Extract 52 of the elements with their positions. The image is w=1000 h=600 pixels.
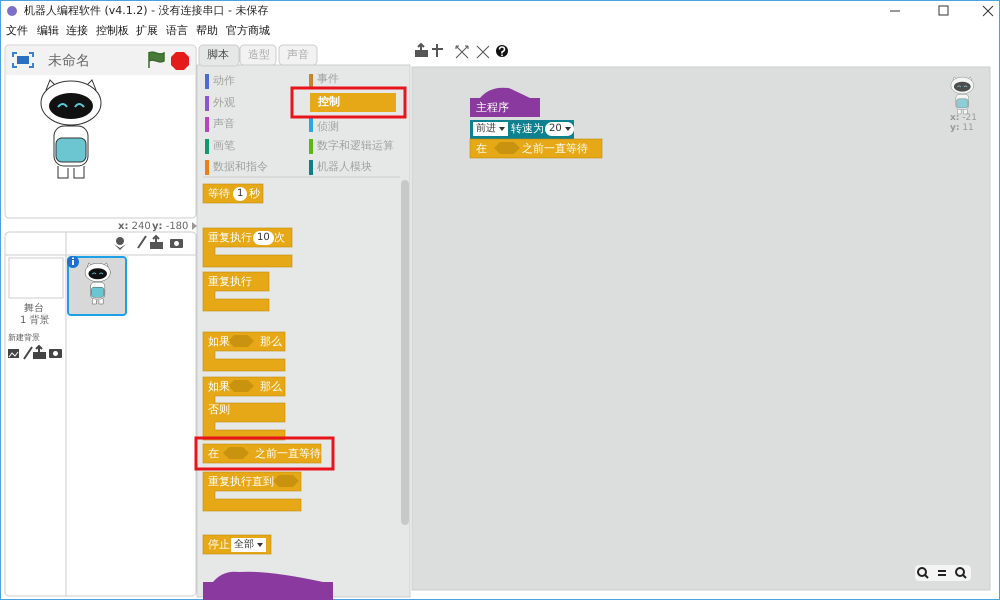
dropdown-field: 20	[545, 122, 574, 136]
category-label: 声音	[213, 117, 235, 131]
category-label: 机器人模块	[317, 160, 372, 174]
tab-label: 造型	[248, 48, 270, 62]
block-text: 次	[274, 231, 285, 245]
block-text: 在	[476, 142, 487, 156]
block-text: 停止	[208, 538, 230, 552]
window-title: 机器人编程软件 (v4.1.2) - 没有连接串口 - 未保存	[24, 4, 269, 18]
menu-item: 官方商城	[226, 24, 270, 38]
block-text: 重复执行	[208, 275, 252, 289]
block-text: 秒	[249, 187, 260, 201]
dropdown-field: 前进	[473, 122, 508, 136]
stage-label: 舞台	[24, 302, 44, 314]
category-label: 数字和逻辑运算	[317, 139, 394, 153]
dropdown-field: 全部	[231, 538, 266, 552]
coordinate-text: y: -180	[152, 220, 188, 234]
block-text: 如果	[208, 380, 230, 394]
block-text: 那么	[260, 335, 282, 349]
block-text: 重复执行直到	[208, 475, 274, 489]
tab-label: 声音	[287, 48, 309, 62]
block-text: 那么	[260, 380, 282, 394]
new-backdrop-label: 新建背景	[8, 333, 40, 343]
coordinate-text: x: -21	[950, 113, 977, 123]
category-label: 外观	[213, 96, 235, 110]
number-input: 10	[253, 231, 274, 245]
category-label: 数据和指令	[213, 160, 268, 174]
block-text: 如果	[208, 335, 230, 349]
block-text: 主程序	[476, 101, 509, 115]
menu-item: 语言	[166, 24, 188, 38]
block-text: 转速为	[511, 122, 544, 136]
category-label: 画笔	[213, 139, 235, 153]
category-label: 事件	[317, 72, 339, 86]
coordinate-text: y: 11	[950, 123, 974, 133]
stage-label: 1 背景	[20, 314, 50, 328]
tab-label: 脚本	[207, 48, 229, 62]
menu-item: 文件	[6, 24, 28, 38]
block-text: 之前一直等待	[255, 447, 321, 461]
menu-item: 连接	[66, 24, 88, 38]
block-text: 等待	[208, 187, 230, 201]
menu-item: 扩展	[136, 24, 158, 38]
project-name: 未命名	[48, 52, 90, 70]
coordinate-text: x: 240	[118, 220, 151, 234]
block-text: 否则	[208, 403, 230, 417]
block-text: 重复执行	[208, 231, 252, 245]
category-label: 侦测	[317, 120, 339, 134]
block-text: 之前一直等待	[522, 142, 588, 156]
category-label: 控制	[318, 95, 340, 109]
menu-item: 编辑	[37, 24, 59, 38]
menu-item: 控制板	[96, 24, 129, 38]
block-text: 在	[208, 447, 219, 461]
category-label: 动作	[213, 74, 235, 88]
menu-item: 帮助	[196, 24, 218, 38]
